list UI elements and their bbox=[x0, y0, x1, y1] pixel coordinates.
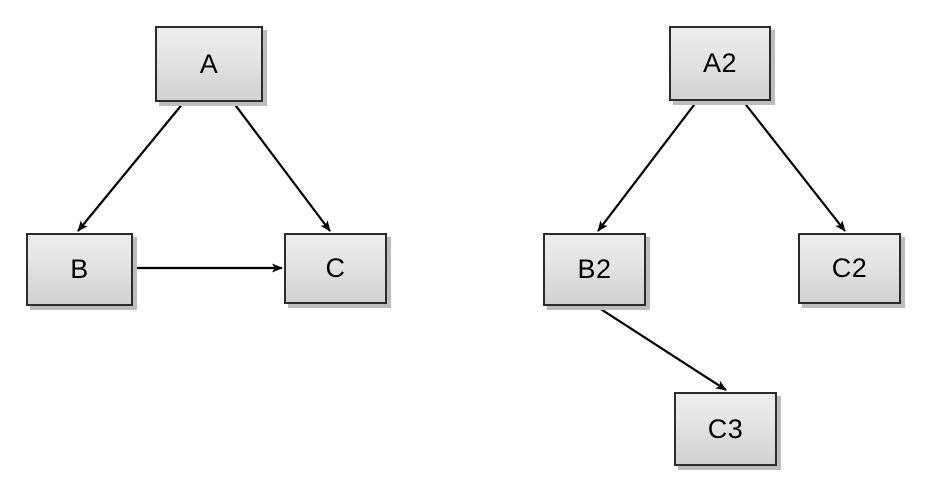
node-label-c3: C3 bbox=[707, 413, 744, 444]
node-label-b: B bbox=[70, 254, 89, 284]
edge-a2-c2 bbox=[742, 100, 846, 232]
edge-b2-c3 bbox=[595, 305, 727, 391]
edge-a2-b2 bbox=[597, 100, 698, 232]
node-label-c: C bbox=[325, 253, 346, 283]
node-label-b2: B2 bbox=[577, 254, 612, 284]
edge-a-c bbox=[232, 101, 331, 232]
node-b2[interactable]: B2 bbox=[543, 233, 646, 306]
edges-group bbox=[77, 100, 846, 391]
node-c[interactable]: C bbox=[284, 233, 387, 304]
node-label-a: A bbox=[199, 48, 219, 79]
node-c3[interactable]: C3 bbox=[674, 392, 777, 466]
node-b[interactable]: B bbox=[26, 233, 133, 306]
node-label-a2: A2 bbox=[702, 48, 738, 78]
edge-a-b bbox=[77, 101, 185, 232]
node-label-c2: C2 bbox=[831, 253, 868, 283]
node-a2[interactable]: A2 bbox=[669, 26, 771, 101]
node-a[interactable]: A bbox=[155, 26, 263, 102]
node-c2[interactable]: C2 bbox=[798, 233, 901, 304]
